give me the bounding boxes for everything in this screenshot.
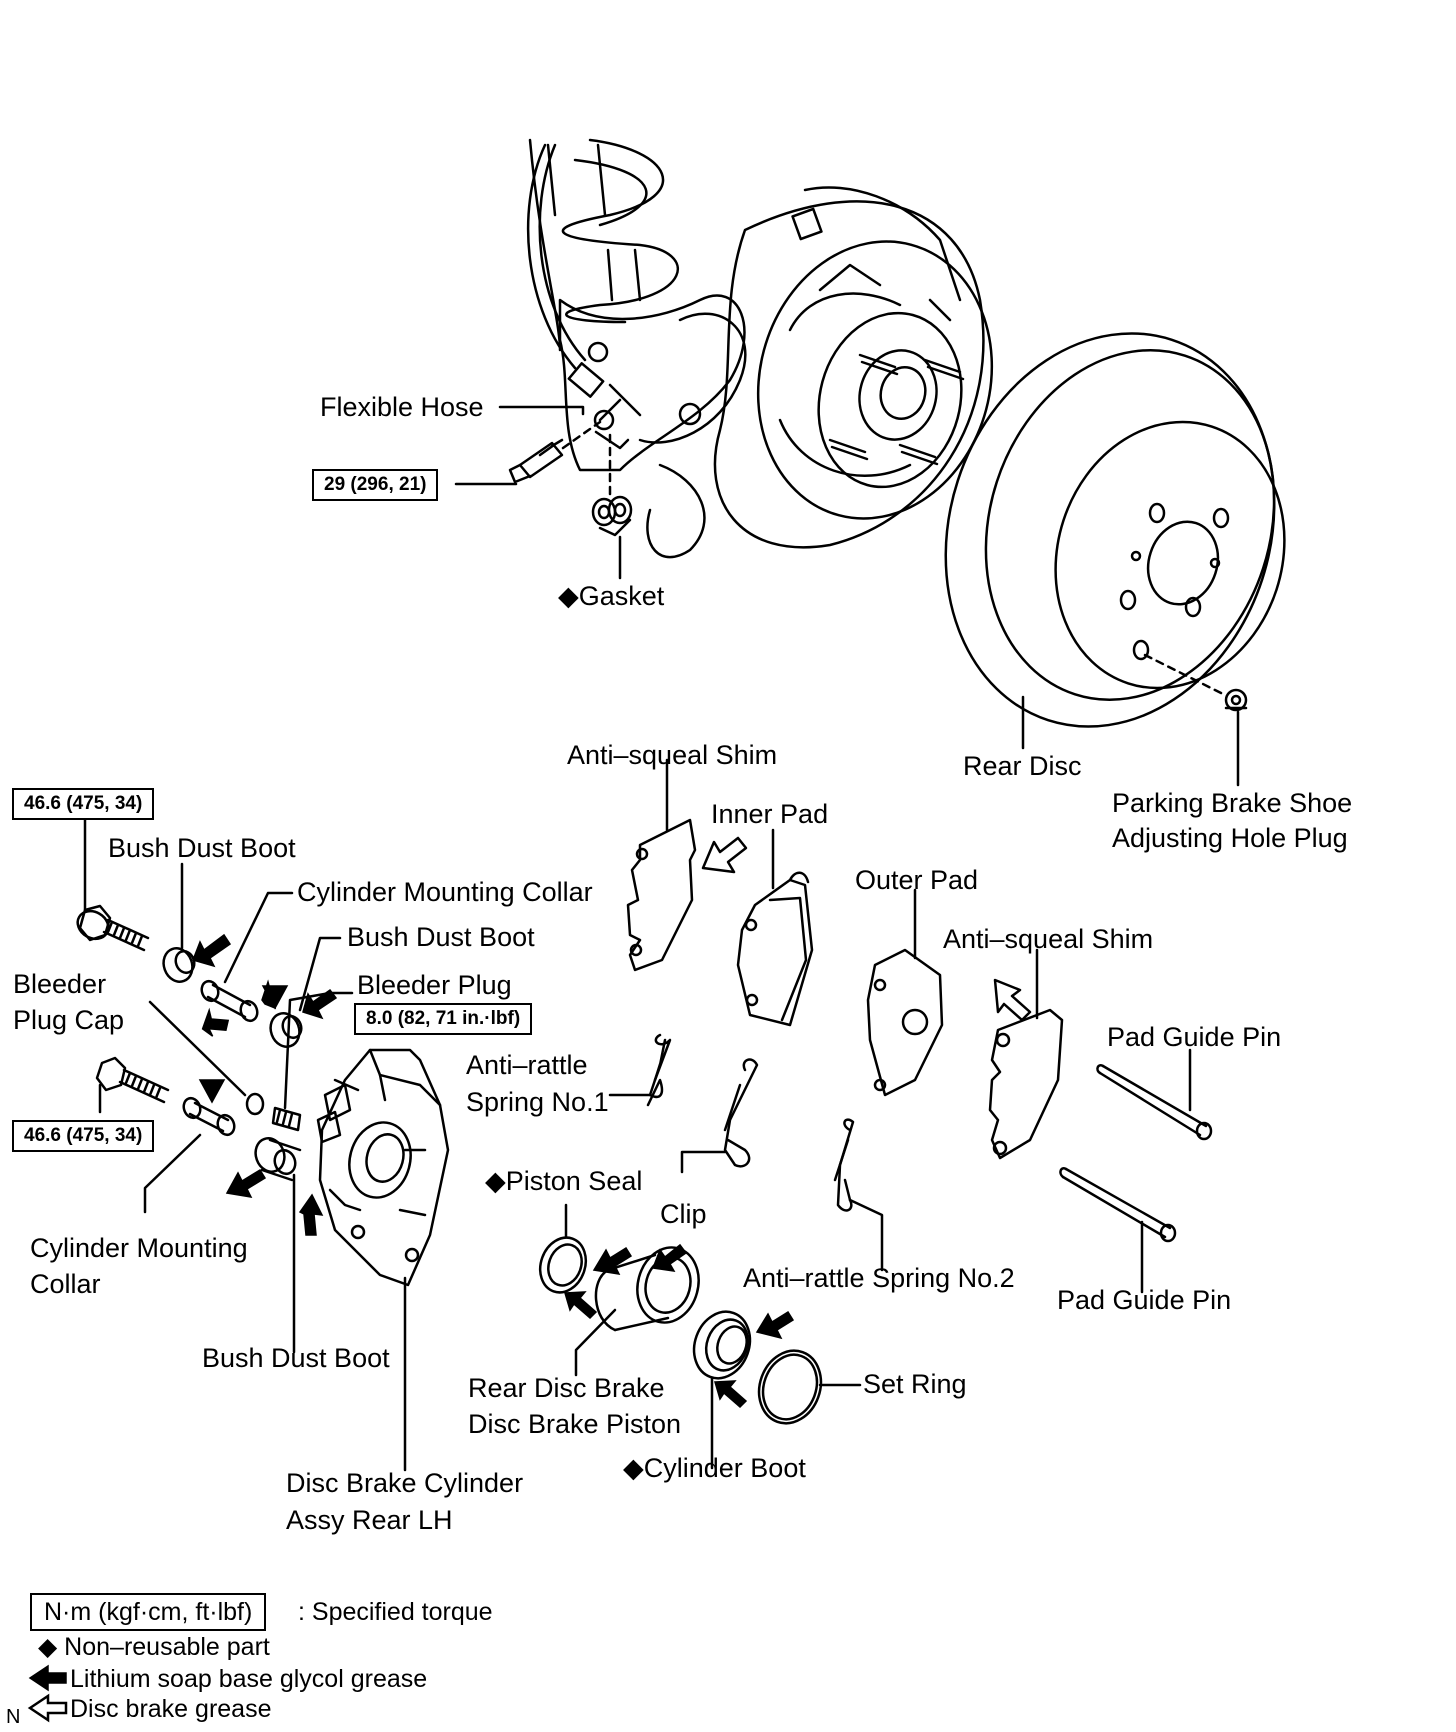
label-parking-plug-line2: Adjusting Hole Plug [1112,823,1348,853]
piston-seal-part [538,1236,588,1294]
label-cylinder-assy-line1: Disc Brake Cylinder [286,1468,524,1498]
legend-lithium: Lithium soap base glycol grease [70,1665,428,1693]
anti-rattle-spring-2-part [833,1118,855,1212]
outer-pad-part [866,948,944,1097]
disc-grease-arrow-2 [993,978,1032,1022]
grease-arrow-5 [261,985,289,1010]
grease-arrow-11 [651,1243,688,1272]
legend-disc-grease: Disc brake grease [70,1695,272,1723]
leader-mid-bush-boot [298,936,342,1012]
label-anti-squeal-shim-inner: Anti–squeal Shim [567,740,778,770]
grease-arrow-4 [302,988,338,1020]
label-set-ring: Set Ring [863,1369,967,1399]
leader-clip [680,1150,727,1174]
upper-collar-part [200,979,259,1023]
label-gasket: ◆Gasket [558,581,665,611]
backing-plate [713,186,994,549]
outer-shim-part [988,1008,1064,1160]
torque-lower-bolt: 46.6 (475, 34) [12,1120,155,1152]
bleeder-plug-part [271,1106,302,1132]
upper-bolt-part [76,904,150,952]
lower-bush-dust-boot-part [254,1137,302,1182]
label-bleeder-plug-cap-line2: Plug Cap [13,1005,125,1035]
cylinder-boot-part [692,1310,752,1380]
inner-pad-part [736,871,814,1027]
gasket-part [591,495,633,537]
label-piston-line2: Disc Brake Piston [468,1409,682,1439]
inner-shim-part [626,818,697,972]
grease-arrow-6 [198,1079,226,1104]
legend-unit-box: N·m (kgf·cm, ft·lbf) [30,1593,267,1631]
label-parking-plug-line1: Parking Brake Shoe [1112,788,1353,818]
label-bleeder-plug: Bleeder Plug [357,970,512,1000]
label-piston-seal: ◆Piston Seal [485,1166,643,1196]
legend-outline-arrow-icon [27,1693,68,1723]
label-pad-guide-pin-lower: Pad Guide Pin [1057,1285,1232,1315]
leader-piston [574,1308,617,1377]
torque-upper-bolt: 46.6 (475, 34) [12,788,155,820]
torque-hose-bolt: 29 (296, 21) [312,469,439,501]
legend-filled-arrow-icon [28,1664,67,1692]
caliper-part [316,1048,450,1287]
label-clip: Clip [660,1199,707,1229]
legend-unit-desc: : Specified torque [298,1598,493,1626]
anti-rattle-spring-1-part [646,1033,672,1107]
flexible-hose [526,143,642,450]
grease-arrow-10 [564,1291,598,1320]
knuckle-body [558,294,747,559]
label-bush-dust-boot-top: Bush Dust Boot [108,833,296,863]
label-cylinder-boot: ◆Cylinder Boot [623,1453,806,1483]
label-cylinder-mounting-collar-bottom-line1: Cylinder Mounting [30,1233,248,1263]
legend-corner-mark: N [6,1706,21,1728]
lithium-grease-arrows [192,933,795,1409]
grease-arrow-2 [201,1007,230,1037]
label-bush-dust-boot-bottom: Bush Dust Boot [202,1343,390,1373]
disc-grease-arrow-1 [701,836,748,874]
label-pad-guide-pin-upper: Pad Guide Pin [1107,1022,1282,1052]
lower-bolt-part [95,1056,170,1104]
leader-flexible-hose [498,405,585,416]
set-ring-part [757,1349,823,1425]
hole-plug-part [1224,688,1248,712]
plug-dashed-line [1143,653,1227,697]
leader-bleeder-cap [148,1000,247,1097]
pad-guide-pin-upper-part [1096,1064,1213,1141]
bolt-dashed-line [561,420,602,450]
label-cylinder-mounting-collar-bottom-line2: Collar [30,1269,101,1299]
torque-bleeder: 8.0 (82, 71 in.·lbf) [354,1003,533,1035]
leader-bleeder-plug [283,991,332,1110]
grease-arrow-13 [714,1380,748,1409]
label-anti-rattle-spring-1-line2: Spring No.1 [466,1087,609,1117]
grease-arrow-7 [225,1168,267,1198]
label-anti-rattle-spring-2: Anti–rattle Spring No.2 [743,1263,1015,1293]
grease-arrow-8 [298,1193,324,1236]
lower-collar-part [182,1096,236,1137]
label-bush-dust-boot-mid: Bush Dust Boot [347,922,535,952]
label-piston-line1: Rear Disc Brake [468,1373,665,1403]
label-cylinder-assy-line2: Assy Rear LH [286,1505,453,1535]
pad-guide-pin-lower-part [1059,1167,1177,1243]
leader-lower-collar [143,1133,202,1214]
legend-non-reusable: ◆ Non–reusable part [38,1633,270,1661]
bleeder-plug-cap-part [245,1092,265,1116]
clip-part [723,1058,759,1168]
leader-upper-collar [223,891,294,984]
label-flexible-hose: Flexible Hose [320,392,484,422]
grease-arrow-12 [755,1310,795,1340]
label-rear-disc: Rear Disc [963,751,1082,781]
label-bleeder-plug-cap-line1: Bleeder [13,969,107,999]
label-anti-rattle-spring-1-line1: Anti–rattle [466,1050,588,1080]
rear-disc-part [944,332,1286,728]
hub [817,311,965,489]
label-anti-squeal-shim-outer: Anti–squeal Shim [943,924,1154,954]
label-inner-pad: Inner Pad [711,799,829,829]
grease-arrow-9 [592,1246,633,1275]
label-cylinder-mounting-collar-top: Cylinder Mounting Collar [297,877,593,907]
label-outer-pad: Outer Pad [855,865,979,895]
leader-anti-rattle-2 [848,1198,884,1272]
grease-arrow-1 [192,933,232,968]
hose-union-bolt [508,438,564,484]
